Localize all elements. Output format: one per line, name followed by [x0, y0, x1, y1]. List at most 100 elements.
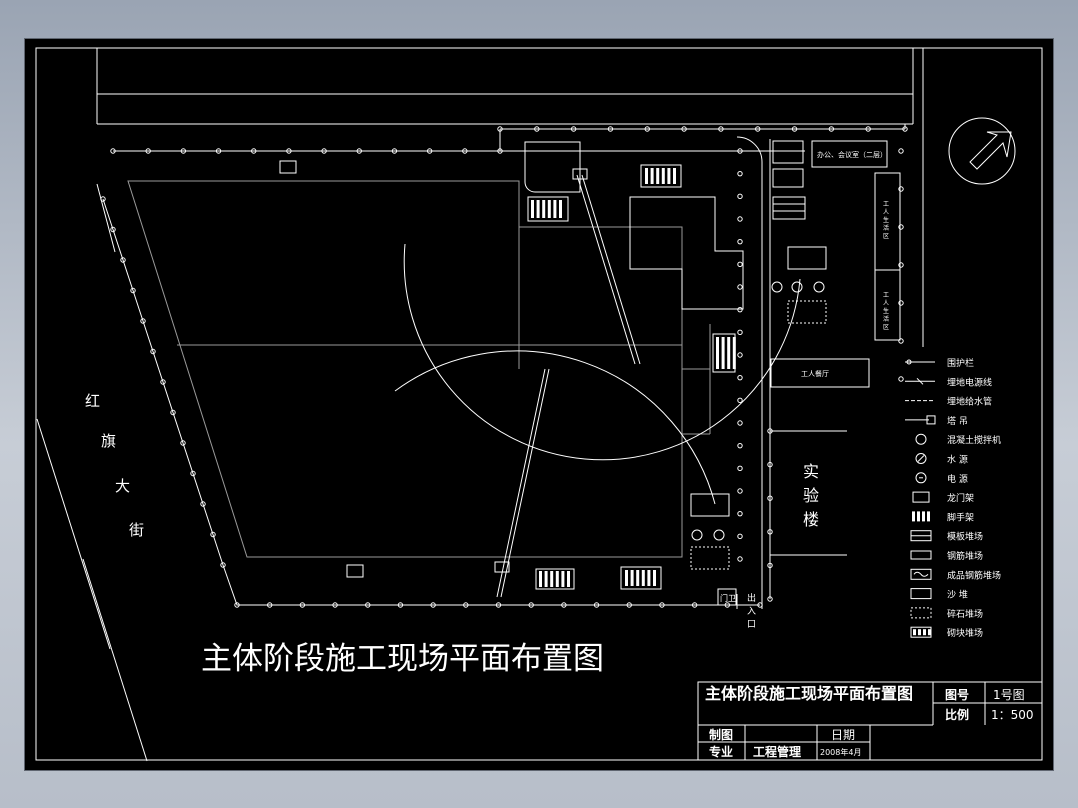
- fence-post: [737, 420, 743, 426]
- fence-post: [130, 287, 136, 294]
- fence-post: [180, 148, 187, 154]
- fence-post: [570, 126, 577, 132]
- fence-post: [140, 318, 146, 324]
- fence-post: [528, 602, 534, 608]
- fence-post: [898, 224, 904, 230]
- fence-post: [534, 126, 540, 132]
- drawing-no: 1号图: [993, 688, 1025, 702]
- legend-label: 混凝土搅拌机: [947, 434, 1001, 446]
- rebar-icon: [910, 550, 932, 560]
- dorm-label-char: 人: [883, 300, 889, 307]
- brick-pile-2: [527, 196, 569, 222]
- gantry-icon: [912, 491, 930, 503]
- fence-post: [100, 196, 106, 202]
- major-label: 专业: [709, 744, 733, 759]
- guard-label: 门卫: [720, 593, 736, 603]
- legend-label: 成品钢筋堆场: [947, 569, 1001, 581]
- canteen-label: 工人餐厅: [801, 369, 829, 378]
- fence-post: [251, 148, 257, 154]
- legend-item: 钢筋堆场: [910, 550, 983, 562]
- dorm-label-char: 人: [883, 209, 889, 216]
- mixer-icon: [915, 433, 927, 445]
- dorm-label-char: 工: [883, 292, 889, 299]
- brick-pile-3: [620, 566, 662, 590]
- drawing-border: [35, 47, 1043, 761]
- legend-item: 混凝土搅拌机: [915, 433, 1001, 446]
- legend-item: 脚手架: [912, 511, 974, 523]
- fence-post: [145, 148, 151, 154]
- legend-item: 砌块堆场: [910, 626, 983, 639]
- fence-post: [190, 470, 196, 477]
- fence-post: [426, 148, 433, 154]
- legend-item: 围护栏: [905, 357, 974, 369]
- fence-post: [110, 226, 116, 233]
- legend-label: 埋地给水管: [947, 396, 992, 408]
- fence-post: [497, 148, 503, 154]
- fence-post: [737, 261, 743, 268]
- scale: 1：500: [991, 708, 1034, 722]
- fence-post: [718, 126, 724, 132]
- fence-post: [561, 602, 567, 608]
- scaffold-stack: [535, 568, 575, 590]
- date-label: 日期: [831, 728, 855, 742]
- fence-post: [365, 602, 371, 608]
- main-title: 主体阶段施工现场平面布置图: [201, 641, 604, 677]
- fence-post: [356, 148, 362, 154]
- legend-label: 脚手架: [947, 511, 974, 523]
- fence-post: [321, 148, 327, 154]
- fence-post: [737, 238, 743, 245]
- fence-post: [170, 409, 176, 416]
- fence-post: [755, 126, 761, 132]
- fence-post: [898, 262, 904, 268]
- dorm-label-char: 活: [883, 224, 889, 232]
- formwork-icon: [910, 530, 932, 542]
- dorm-label-char: 区: [883, 324, 889, 331]
- dorm-label-char: 生: [883, 216, 889, 224]
- legend-item: 成品钢筋堆场: [910, 568, 1001, 581]
- street-label-char: 旗: [101, 432, 116, 450]
- street-label-char: 红: [85, 392, 100, 410]
- fence-post: [220, 562, 226, 568]
- fence-post: [497, 126, 503, 132]
- dorm-label-char: 生: [883, 307, 889, 315]
- fence-post: [626, 602, 632, 608]
- power-source-icon: [915, 472, 927, 484]
- fence-post: [593, 602, 600, 608]
- fence-post: [332, 602, 338, 608]
- fence-post: [110, 148, 116, 154]
- water-source-icon: [915, 453, 927, 464]
- fence-post: [737, 329, 743, 336]
- fence-post: [681, 126, 687, 132]
- street-label-char: 街: [129, 521, 144, 539]
- power-line-icon: [905, 377, 935, 385]
- fence-post: [463, 602, 469, 608]
- legend-item: 水 源: [915, 453, 968, 466]
- fence-post: [828, 126, 835, 132]
- gate-label-char: 入: [747, 606, 756, 617]
- title-block-title: 主体阶段施工现场平面布置图: [705, 684, 913, 703]
- fence-post: [200, 501, 206, 507]
- legend-label: 沙 堆: [947, 590, 968, 601]
- gate-label-char: 口: [747, 620, 756, 630]
- drawing-no-label: 图号: [945, 687, 969, 702]
- gate-label-char: 出: [747, 592, 756, 604]
- fence-post: [462, 148, 468, 154]
- fence-post: [898, 148, 904, 154]
- fence-post: [210, 531, 216, 538]
- fence-post: [180, 440, 186, 446]
- date: 2008年4月: [820, 747, 861, 757]
- fence-post: [150, 348, 156, 355]
- fence-post: [495, 602, 502, 608]
- drawn-label: 制图: [709, 727, 733, 742]
- legend-item: 模板堆场: [910, 530, 983, 543]
- fence-post: [234, 602, 240, 608]
- fence-post: [737, 306, 743, 313]
- fence-post: [737, 216, 743, 222]
- fence-post: [737, 556, 743, 562]
- dorm-label-char: 工: [883, 201, 889, 208]
- legend-label: 模板堆场: [947, 531, 983, 543]
- legend-label: 埋地电源线: [947, 376, 992, 388]
- site-plan-drawing: 红 旗 大 街 实 验 楼 办公、会议室（二层） 工人餐厅 门卫 工 人 生 活…: [35, 47, 1043, 762]
- legend-item: 龙门架: [912, 491, 974, 504]
